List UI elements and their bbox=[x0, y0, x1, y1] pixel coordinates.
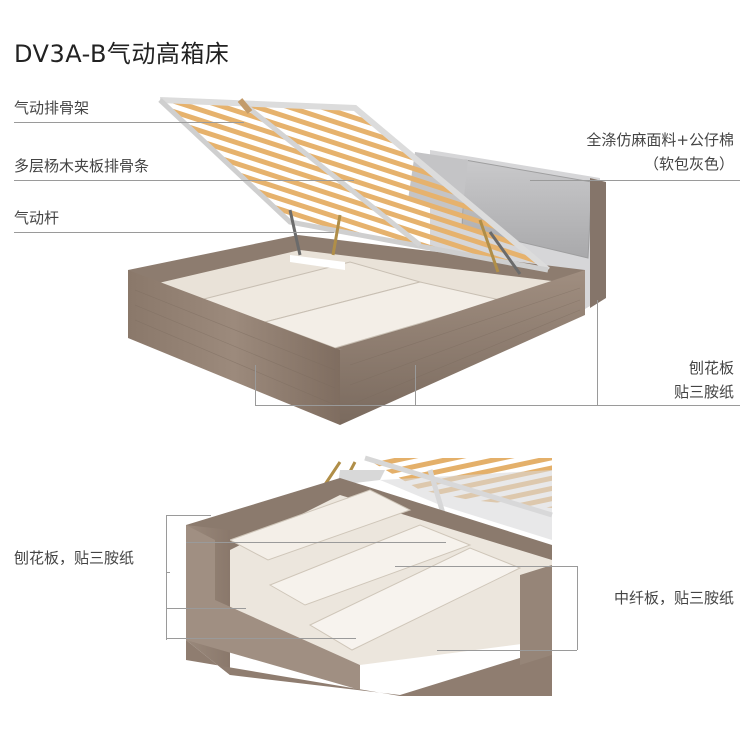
leader-line-lower-right-v bbox=[577, 566, 578, 650]
leader-line-lower-right-2 bbox=[437, 650, 577, 651]
label-particle-line2: 贴三胺纸 bbox=[673, 383, 734, 401]
leader-line-lower-left-5 bbox=[186, 542, 446, 543]
page-title: DV3A-B气动高箱床 bbox=[14, 40, 230, 68]
label-plywood-slats: 多层杨木夹板排骨条 bbox=[14, 157, 150, 175]
label-lower-right: 中纤板，贴三胺纸 bbox=[613, 589, 734, 607]
leader-line-particle-h bbox=[255, 405, 740, 406]
leader-line-particle-v3 bbox=[597, 300, 598, 405]
leader-line-lower-left-2 bbox=[166, 572, 170, 573]
leader-line-particle-v1 bbox=[255, 365, 256, 405]
leader-line-lower-left-1 bbox=[166, 515, 211, 516]
leader-line-plywood-slats bbox=[14, 180, 354, 181]
label-gas-strut: 气动杆 bbox=[14, 209, 60, 227]
leader-line-particle-v2 bbox=[415, 365, 416, 405]
label-particle-line1: 刨花板 bbox=[688, 359, 734, 377]
slat-frame bbox=[158, 97, 550, 273]
leader-line-fabric bbox=[530, 180, 740, 181]
label-fabric-line2: （软包灰色） bbox=[643, 155, 734, 173]
leader-line-gas-strut bbox=[14, 232, 334, 233]
label-fabric-line1: 全涤仿麻面料+公仔棉 bbox=[586, 131, 734, 149]
label-lower-left: 刨花板，贴三胺纸 bbox=[14, 549, 135, 567]
label-gas-slat-frame: 气动排骨架 bbox=[14, 99, 90, 117]
leader-line-lower-left-3 bbox=[166, 608, 246, 609]
leader-line-lower-left-v bbox=[166, 515, 167, 640]
leader-line-lower-left-4 bbox=[166, 638, 356, 639]
leader-line-gas-slat-frame bbox=[14, 122, 244, 123]
leader-line-lower-right-1 bbox=[395, 566, 577, 567]
